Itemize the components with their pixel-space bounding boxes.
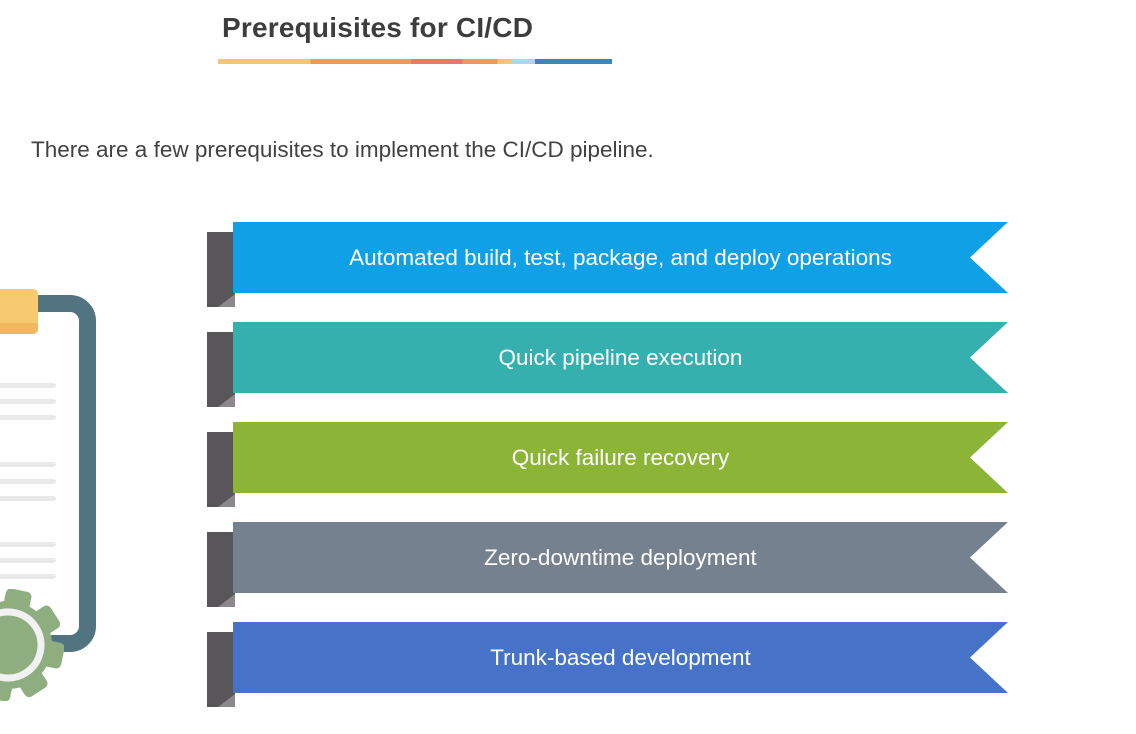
prerequisite-ribbon-pipeline-speed: Quick pipeline execution (233, 322, 1008, 393)
ribbon-fold-tab (207, 232, 235, 307)
paper-line (0, 399, 56, 404)
ribbon-fold-tab (207, 532, 235, 607)
prerequisite-item-row: Quick pipeline execution (0, 322, 1136, 422)
prerequisite-ribbon-automation: Automated build, test, package, and depl… (233, 222, 1008, 293)
ribbon-fold-tab (207, 332, 235, 407)
paper-line (0, 383, 56, 388)
prerequisite-item-row: Zero-downtime deployment (0, 522, 1136, 622)
prerequisite-ribbon-trunk-based: Trunk-based development (233, 622, 1008, 693)
ribbon-fold-tab (207, 632, 235, 707)
gear-icon (0, 589, 64, 701)
prerequisite-item-row: Automated build, test, package, and depl… (0, 222, 1136, 322)
clipboard-clip-icon (0, 289, 38, 334)
paper-line (0, 574, 56, 579)
paper-line (0, 558, 56, 563)
page-title: Prerequisites for CI/CD (222, 12, 534, 43)
paper-line (0, 462, 56, 467)
prerequisite-item-row: Trunk-based development (0, 622, 1136, 722)
prerequisite-item-row: Quick failure recovery (0, 422, 1136, 522)
title-underline-decoration (218, 59, 612, 64)
paper-line (0, 496, 56, 501)
paper-line (0, 415, 56, 420)
prerequisite-ribbon-failure-recovery: Quick failure recovery (233, 422, 1008, 493)
paper-line (0, 542, 56, 547)
prerequisite-ribbon-zero-downtime: Zero-downtime deployment (233, 522, 1008, 593)
paper-line (0, 479, 56, 484)
intro-text: There are a few prerequisites to impleme… (31, 137, 654, 162)
ribbon-fold-tab (207, 432, 235, 507)
